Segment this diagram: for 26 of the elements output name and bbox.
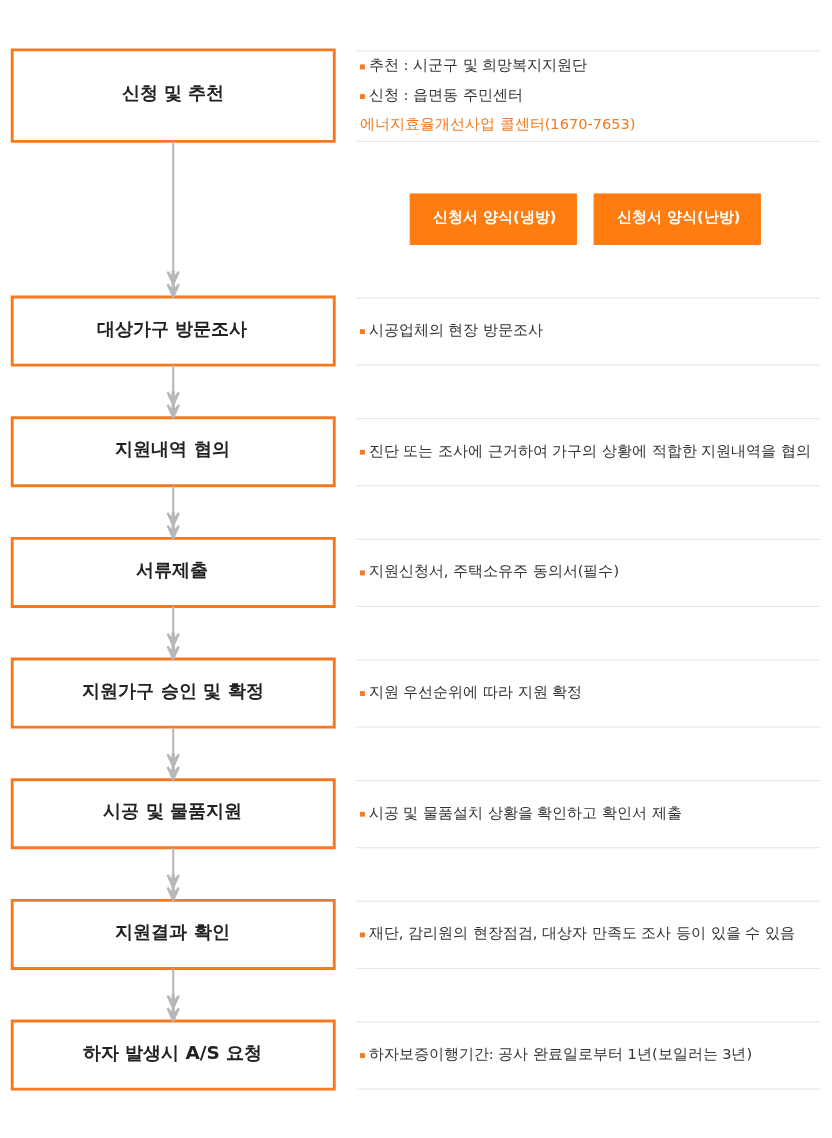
node-box: 시공 및 물품지원	[10, 777, 336, 849]
arrow	[166, 726, 180, 781]
node-box: 서류제출	[10, 536, 336, 608]
node-label: 추천 : 시군구 및 희망복지지원단	[368, 55, 588, 73]
node-box: 신청 및 추천	[10, 47, 336, 143]
node-label: 재단, 감리원의 현장점검, 대상자 만족도 조사 등이 있을 수 있음	[368, 923, 795, 941]
node-label: 하자보증이행기간: 공사 완료일로부터 1년(보일러는 3년)	[368, 1044, 753, 1062]
node-box: 지원결과 확인	[10, 898, 336, 970]
node-box: 하자 발생시 A/S 요청	[10, 1019, 336, 1091]
node-box: 신청서 양식(냉방)	[409, 192, 578, 245]
node-label: 진단 또는 조사에 근거하여 가구의 상황에 적합한 지원내역을 협의	[368, 441, 811, 459]
arrow	[166, 364, 180, 419]
node-label: 지원 우선순위에 따라 지원 확정	[368, 682, 583, 700]
node-label: 신청 : 읍면동 주민센터	[368, 85, 523, 103]
arrow	[166, 847, 180, 901]
node-label: 지원신청서, 주택소유주 동의서(필수)	[368, 561, 620, 579]
node-label: 에너지효율개선사업 콜센터(1670-7653)	[360, 114, 636, 132]
node-box: 지원가구 승인 및 확정	[10, 657, 336, 729]
arrow	[166, 606, 180, 660]
arrow	[166, 968, 180, 1022]
node-box: 신청서 양식(난방)	[593, 192, 761, 245]
node-label: 시공업체의 현장 방문조사	[368, 320, 544, 338]
node-box: 대상가구 방문조사	[10, 295, 336, 367]
arrow	[166, 141, 180, 298]
node-box: 지원내역 협의	[10, 415, 336, 487]
node-label: 시공 및 물품설치 상황을 확인하고 확인서 제출	[368, 803, 682, 821]
